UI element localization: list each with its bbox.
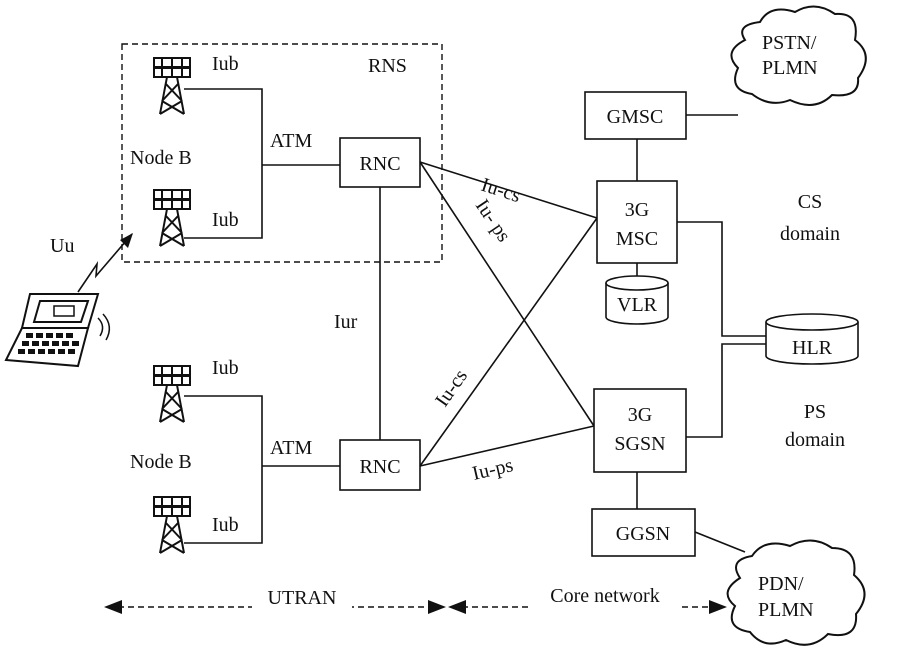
rns-boundary [121, 43, 443, 263]
atm-label-top: ATM [270, 130, 312, 152]
msc-label-line2: MSC [616, 228, 658, 250]
ggsn-label: GGSN [616, 523, 670, 545]
iu-ps-link-top [419, 161, 595, 427]
sgsn-label-line2: SGSN [614, 433, 665, 455]
sgsn-hlr-link [686, 343, 766, 438]
msc-hlr-link [677, 221, 766, 337]
ggsn-box [591, 508, 696, 557]
sgsn-label-line1: 3G [628, 404, 652, 426]
vlr-label: VLR [617, 294, 658, 316]
pstn-label-line1: PSTN/ [762, 32, 817, 54]
iub-label-2: Iub [212, 209, 239, 231]
core-arrow-left [448, 600, 466, 614]
atm-label-bottom: ATM [270, 437, 312, 459]
pstn-label-line2: PLMN [762, 57, 818, 79]
iu-cs-label-bottom: Iu-cs [431, 365, 472, 411]
iub-label-4: Iub [212, 514, 239, 536]
core-network-label-bg [528, 586, 678, 610]
node-b-tower-icon [153, 365, 191, 423]
utran-label: UTRAN [268, 587, 337, 609]
msc-label-line1: 3G [625, 199, 649, 221]
radio-waves-icon [97, 313, 111, 341]
iu-ps-label-bottom: Iu-ps [470, 454, 515, 485]
rnc-bottom-label: RNC [359, 456, 400, 478]
rns-label: RNS [368, 55, 407, 77]
msc-box [596, 180, 678, 264]
pdn-label-line2: PLMN [758, 599, 814, 621]
iub-label-1: Iub [212, 53, 239, 75]
cs-domain-line2: domain [780, 223, 840, 245]
iu-cs-link-bottom [419, 217, 598, 467]
gmsc-box [584, 91, 687, 140]
node-b-label-bottom: Node B [130, 451, 192, 473]
iu-ps-link-bottom [419, 425, 595, 467]
core-network-label: Core network [550, 585, 659, 607]
uu-radio-link [77, 233, 133, 293]
iub-link-top [184, 88, 263, 239]
uu-arrowhead [120, 233, 133, 248]
node-b-tower-icon [153, 57, 191, 115]
core-arrow-right [709, 600, 727, 614]
ps-domain-line2: domain [785, 429, 845, 451]
utran-arrow-left [104, 600, 122, 614]
utran-arrow-right [428, 600, 446, 614]
sgsn-box [593, 388, 687, 473]
ps-domain-line1: PS [804, 401, 826, 423]
gmsc-label: GMSC [607, 106, 664, 128]
rnc-top-box [339, 137, 421, 188]
pdn-label-line1: PDN/ [758, 573, 804, 595]
rnc-top-label: RNC [359, 153, 400, 175]
cloud-icon [730, 5, 867, 106]
iu-cs-link-top [419, 161, 598, 219]
cloud-icon [726, 539, 866, 646]
uu-label: Uu [50, 235, 74, 257]
iub-link-bottom [184, 395, 263, 544]
database-cylinder-icon [605, 275, 669, 325]
ggsn-pdn-link [694, 531, 746, 553]
rnc-bottom-box [339, 439, 421, 491]
iub-label-3: Iub [212, 357, 239, 379]
laptop-icon [4, 293, 100, 368]
node-b-tower-icon [153, 496, 191, 554]
cs-domain-line1: CS [798, 191, 822, 213]
database-cylinder-icon [765, 313, 859, 365]
hlr-label: HLR [792, 337, 833, 359]
node-b-label-top: Node B [130, 147, 192, 169]
iur-label: Iur [334, 311, 358, 333]
utran-label-bg [252, 588, 352, 612]
